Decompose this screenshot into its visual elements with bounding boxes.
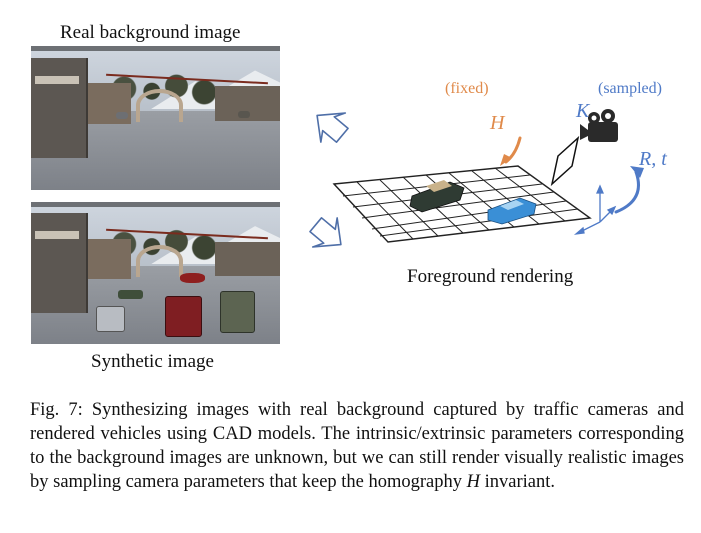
image-plane-icon bbox=[550, 135, 580, 187]
intrinsic-symbol: K bbox=[576, 100, 590, 122]
extrinsic-arrow-icon bbox=[614, 166, 644, 214]
homography-arrow-icon bbox=[500, 136, 522, 166]
synthetic-image-label: Synthetic image bbox=[91, 351, 214, 372]
hollow-arrow-left-icon bbox=[309, 217, 342, 248]
real-image-label: Real background image bbox=[60, 22, 241, 43]
rendered-jeep bbox=[220, 291, 255, 334]
synthetic-photo bbox=[31, 202, 280, 344]
foreground-rendering-label: Foreground rendering bbox=[407, 266, 574, 287]
camera-icon bbox=[580, 109, 618, 142]
caption-text: Fig. 7: Synthesizing images with real ba… bbox=[30, 400, 684, 492]
sampled-label: (sampled) bbox=[598, 80, 662, 97]
caption-variable: H bbox=[466, 472, 481, 492]
grid-car-blue-icon bbox=[487, 197, 537, 225]
rendered-white-van bbox=[95, 305, 126, 332]
homography-symbol: H bbox=[490, 112, 505, 134]
rendered-green-car bbox=[118, 290, 144, 299]
hollow-arrow-right-icon bbox=[316, 112, 349, 143]
rendered-red-car bbox=[180, 273, 206, 283]
ground-plane-grid bbox=[332, 165, 592, 243]
grid-car-dark-icon bbox=[409, 180, 465, 213]
rendered-red-suv bbox=[165, 295, 203, 338]
foreground-diagram bbox=[309, 109, 644, 248]
real-background-photo bbox=[31, 46, 280, 190]
fixed-label: (fixed) bbox=[445, 80, 489, 97]
caption-text-end: invariant. bbox=[480, 472, 556, 492]
extrinsic-symbol: R, t bbox=[639, 148, 667, 170]
figure-caption: Fig. 7: Synthesizing images with real ba… bbox=[30, 398, 684, 494]
coordinate-axes-icon bbox=[573, 184, 617, 235]
